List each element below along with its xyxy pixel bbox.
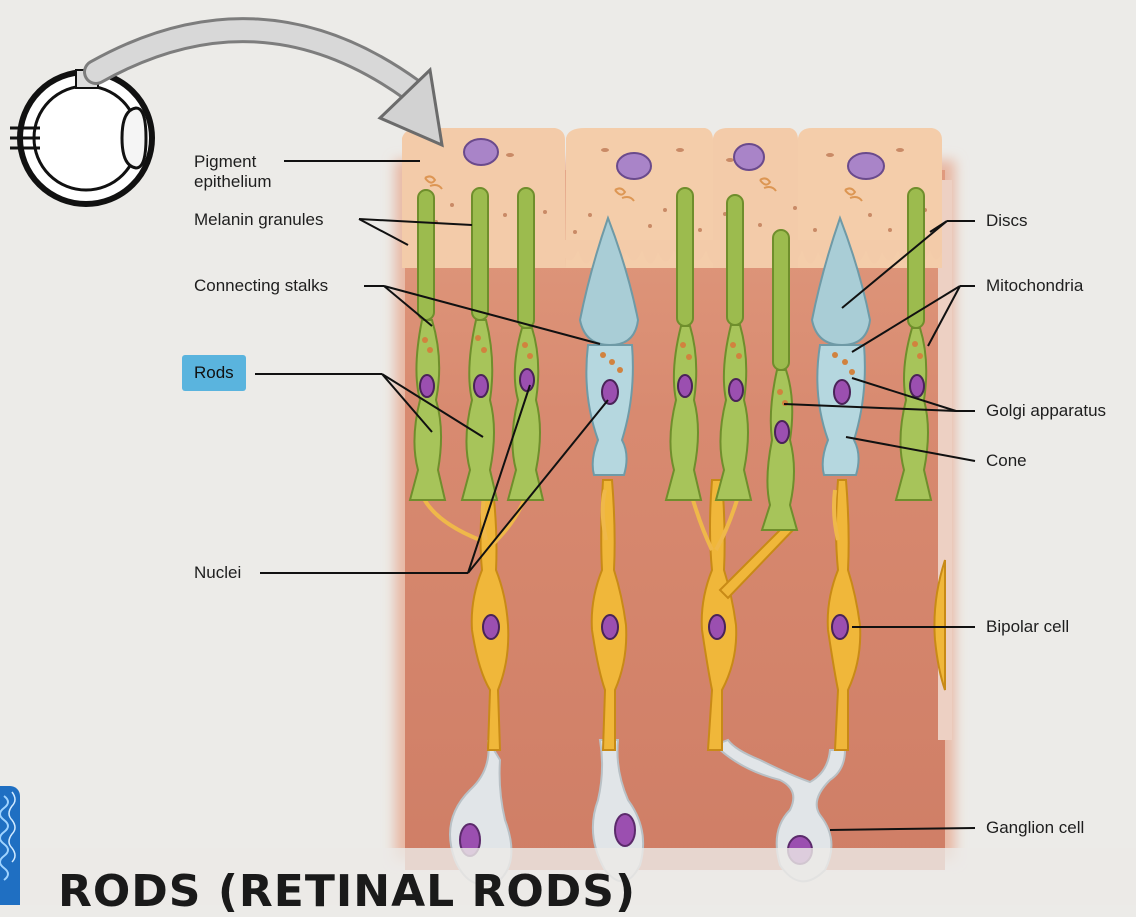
label-cone: Cone <box>986 451 1027 471</box>
rod-outer-segment <box>908 188 924 328</box>
label-discs: Discs <box>986 211 1028 231</box>
rod-outer-segment <box>773 230 789 370</box>
label-nuclei: Nuclei <box>194 563 241 583</box>
pigment-nucleus <box>617 153 651 179</box>
label-melanin-granules: Melanin granules <box>194 210 323 230</box>
label-pigment-epithelium: Pigment epithelium <box>194 152 272 192</box>
pigment-nucleus <box>464 139 498 165</box>
label-ganglion-cell: Ganglion cell <box>986 818 1084 838</box>
rod-outer-segment <box>727 195 743 325</box>
eye-icon <box>10 70 152 204</box>
label-golgi-apparatus: Golgi apparatus <box>986 401 1106 421</box>
pigment-nucleus <box>734 144 764 170</box>
slide-title: RODS (RETINAL RODS) <box>58 866 636 917</box>
label-connecting-stalks: Connecting stalks <box>194 276 328 296</box>
label-bipolar-cell: Bipolar cell <box>986 617 1069 637</box>
pigment-nucleus <box>848 153 884 179</box>
rod-outer-segment <box>518 188 534 328</box>
rod-outer-segment <box>418 190 434 320</box>
label-rods: Rods <box>182 355 246 391</box>
rod-outer-segment <box>472 188 488 320</box>
rod-outer-segment <box>677 188 693 326</box>
label-mitochondria: Mitochondria <box>986 276 1083 296</box>
brand-logo-icon <box>0 786 20 905</box>
